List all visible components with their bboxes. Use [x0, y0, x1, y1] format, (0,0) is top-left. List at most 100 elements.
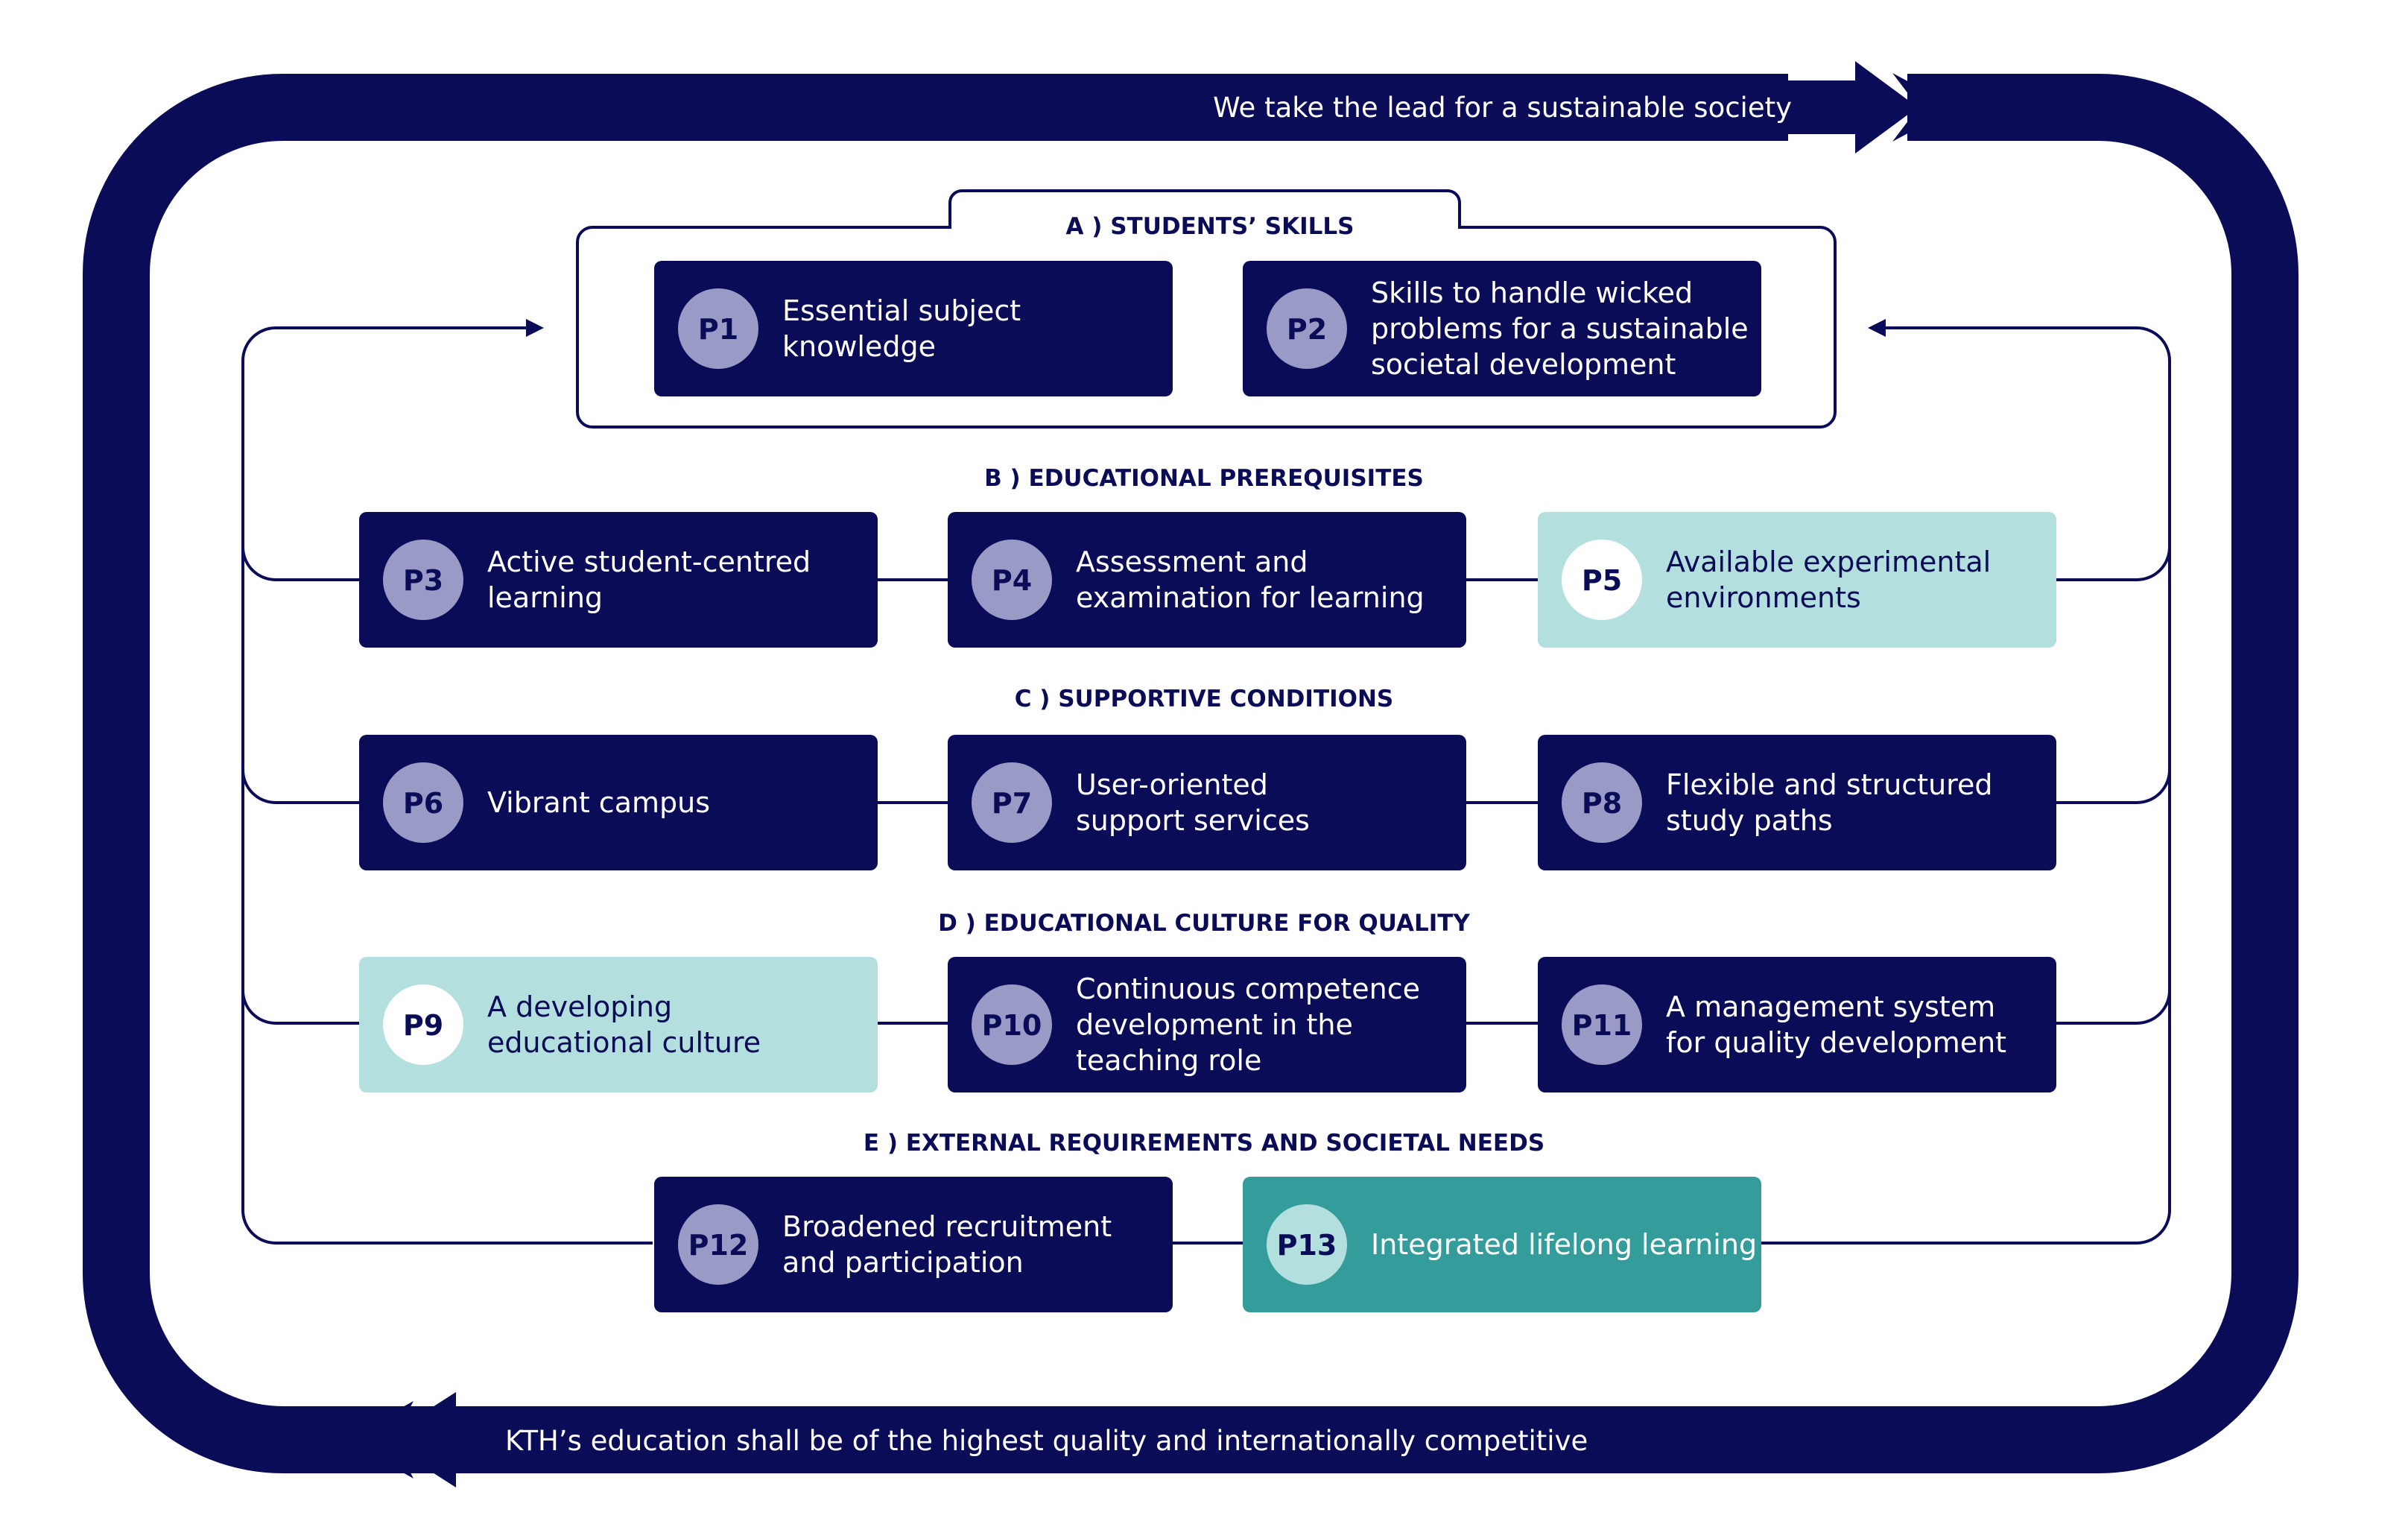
principle-p11-box	[1538, 957, 2056, 1092]
principle-p2-label-line: societal development	[1371, 348, 1676, 381]
principle-p7-badge	[972, 762, 1052, 843]
principle-p8-label-line: Flexible and structured	[1666, 768, 1992, 801]
principle-p11-code: P11	[1572, 1009, 1632, 1042]
principle-p2-badge	[1267, 288, 1347, 369]
principle-p9-badge	[383, 984, 463, 1065]
principle-p2-code: P2	[1287, 313, 1327, 346]
principle-p12-label-line: and participation	[782, 1246, 1024, 1279]
principle-p13-box	[1243, 1177, 1761, 1312]
principle-p11-badge	[1562, 984, 1642, 1065]
principle-p12-label-line: Broadened recruitment	[782, 1210, 1112, 1243]
principle-p11-label-line: for quality development	[1666, 1026, 2006, 1059]
principle-p7-box	[948, 735, 1466, 870]
principle-p4-box	[948, 512, 1466, 648]
right-feedback-lines	[1758, 326, 2171, 1245]
principle-p10-label-line: Continuous competence	[1076, 973, 1420, 1005]
principle-p7-label-line: support services	[1076, 804, 1310, 837]
outer-cycle-loop	[83, 74, 2298, 1473]
principle-p8-label-line: study paths	[1666, 804, 1833, 837]
row-connectors	[875, 578, 1538, 1245]
principle-p12-code: P12	[688, 1229, 749, 1262]
principle-p11-label-line: A management system	[1666, 990, 1995, 1023]
top-arrow	[1788, 61, 1956, 154]
principle-p8-box	[1538, 735, 2056, 870]
left-feedback-lines	[241, 326, 653, 1245]
bottom-arrow-chevron	[344, 1401, 414, 1479]
principle-p10-box	[948, 957, 1466, 1092]
principle-p9-code: P9	[403, 1009, 443, 1042]
section-c-title: C ) SUPPORTIVE CONDITIONS	[1015, 686, 1394, 712]
principle-p10-badge	[972, 984, 1052, 1065]
principle-p6-box	[359, 735, 878, 870]
top-arrow-head	[1788, 61, 1918, 154]
principle-p10-code: P10	[982, 1009, 1042, 1042]
principle-p13-badge	[1267, 1204, 1347, 1285]
principle-p7-label-line: User-oriented	[1076, 768, 1268, 801]
section-e-title: E ) EXTERNAL REQUIREMENTS AND SOCIETAL N…	[864, 1130, 1544, 1157]
principle-p4-label-line: Assessment and	[1076, 546, 1308, 578]
principle-p13-label-line: Integrated lifelong learning	[1371, 1228, 1757, 1261]
principle-p6-code: P6	[403, 787, 443, 820]
principle-p5-box	[1538, 512, 2056, 648]
principle-p3-code: P3	[403, 564, 443, 597]
right-feedback-arrowhead	[1868, 319, 1886, 337]
principle-p6-label-line: Vibrant campus	[487, 786, 710, 819]
principle-p2-label-line: Skills to handle wicked	[1371, 276, 1693, 309]
principle-p10-label-line: development in the	[1076, 1008, 1353, 1041]
principle-p1-badge	[678, 288, 758, 369]
principle-p10-label-line: teaching role	[1076, 1044, 1261, 1077]
principle-p4-code: P4	[992, 564, 1032, 597]
principle-p3-label-line: learning	[487, 581, 603, 614]
principle-p13: P13 Integrated lifelong learning	[1243, 1177, 1761, 1312]
principle-p3-label-line: Active student-centred	[487, 546, 811, 578]
left-feedback-arrowhead	[526, 319, 544, 337]
section-b-title: B ) EDUCATIONAL PREREQUISITES	[984, 465, 1424, 492]
top-banner-text: We take the lead for a sustainable socie…	[1213, 92, 1792, 124]
principle-p6: P6 Vibrant campus	[359, 735, 878, 870]
principle-p12-box	[654, 1177, 1173, 1312]
principle-p2-label-line: problems for a sustainable	[1371, 312, 1749, 345]
principle-p1-box	[654, 261, 1173, 396]
principle-p3-badge	[383, 540, 463, 620]
principle-p9-label-line: educational culture	[487, 1026, 761, 1059]
principle-p3-box	[359, 512, 878, 648]
principle-p9-label-line: A developing	[487, 990, 672, 1023]
principle-p5-code: P5	[1582, 564, 1622, 597]
principle-p4-label-line: examination for learning	[1076, 581, 1425, 614]
principle-p1-code: P1	[698, 313, 738, 346]
principle-p1-label-line: Essential subject	[782, 294, 1021, 327]
principle-p5-label-line: Available experimental	[1666, 546, 1991, 578]
principle-p8-code: P8	[1582, 787, 1622, 820]
principle-p12-badge	[678, 1204, 758, 1285]
principle-p9-box	[359, 957, 878, 1092]
section-d-title: D ) EDUCATIONAL CULTURE FOR QUALITY	[938, 910, 1470, 937]
bottom-banner-text: KTH’s education shall be of the highest …	[505, 1425, 1588, 1457]
principle-p8-badge	[1562, 762, 1642, 843]
principle-p5-badge	[1562, 540, 1642, 620]
principle-p4-badge	[972, 540, 1052, 620]
section-a-title: A ) STUDENTS’ SKILLS	[1065, 213, 1354, 240]
principle-p5-label-line: environments	[1666, 581, 1861, 614]
principle-p6-badge	[383, 762, 463, 843]
principle-p2-box	[1243, 261, 1761, 396]
top-arrow-chevron	[1892, 73, 1956, 142]
bottom-arrow	[344, 1392, 566, 1487]
principle-p7-code: P7	[992, 787, 1032, 820]
principle-p1-label-line: knowledge	[782, 330, 936, 363]
students-skills-frame	[576, 189, 1837, 429]
principle-p13-code: P13	[1277, 1229, 1337, 1262]
bottom-arrow-head	[381, 1392, 566, 1487]
